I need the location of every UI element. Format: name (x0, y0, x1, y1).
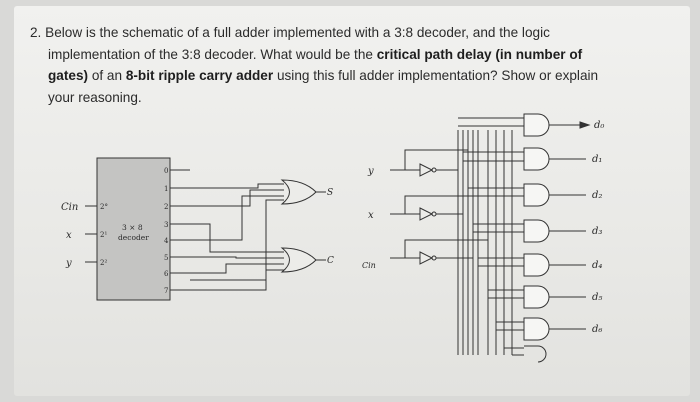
input-label-y: y (65, 258, 72, 269)
question-line-2: implementation of the 3:8 decoder. What … (48, 46, 583, 62)
pin-label-2-1: 2¹ (100, 231, 107, 239)
question-line-1: 2. Below is the schematic of a full adde… (30, 25, 550, 40)
pin-label-2-2: 2² (100, 259, 107, 267)
decoder-label-size: 3 × 8 (122, 223, 143, 232)
logic-input-x: x (368, 210, 374, 221)
output-pin-5: 5 (164, 254, 168, 262)
and-gate-d2 (523, 183, 550, 207)
input-label-cin: Cin (61, 202, 78, 213)
decoder-logic-schematic (390, 113, 591, 363)
inverter-cin (419, 251, 434, 265)
and-gate-d3 (523, 219, 550, 243)
logic-output-d2: d₂ (592, 190, 602, 201)
output-pin-0: 0 (164, 167, 168, 175)
input-label-x: x (66, 230, 72, 241)
output-pin-6: 6 (164, 270, 169, 278)
question-line-4: your reasoning. (48, 89, 142, 105)
decoder-label-name: decoder (118, 233, 149, 242)
logic-output-d4: d₄ (592, 260, 602, 271)
decoder-block (96, 157, 171, 301)
full-adder-schematic (85, 157, 326, 301)
logic-output-d0: d₀ (594, 120, 604, 131)
and-gate-d6 (523, 317, 550, 341)
pin-label-2-0: 2° (100, 203, 108, 211)
logic-output-d1: d₁ (592, 154, 602, 165)
and-gate-d0 (523, 113, 550, 137)
output-label-c: C (327, 256, 334, 266)
logic-input-cin: Cin (362, 261, 376, 270)
and-gate-d4 (523, 253, 550, 277)
logic-output-d3: d₃ (592, 226, 602, 237)
inverter-x (419, 207, 434, 221)
question-text: 2. Below is the schematic of a full adde… (30, 22, 630, 108)
question-line-3: gates) of an 8-bit ripple carry adder us… (48, 68, 599, 83)
inverter-y (419, 163, 434, 177)
and-gate-d1 (523, 147, 550, 171)
logic-output-d5: d₅ (592, 292, 602, 303)
or-gate-sum (280, 179, 317, 205)
or-gate-carry (280, 247, 317, 273)
output-label-s: S (327, 188, 333, 198)
output-pin-7: 7 (164, 287, 168, 295)
output-pin-3: 3 (164, 221, 168, 229)
logic-input-y: y (367, 166, 374, 177)
and-gate-d5 (523, 285, 550, 309)
and-gate-d7 (524, 345, 547, 363)
output-pin-2: 2 (164, 203, 168, 211)
logic-output-d6: d₆ (592, 324, 602, 335)
output-pin-1: 1 (164, 185, 168, 193)
output-pin-4: 4 (164, 237, 169, 245)
